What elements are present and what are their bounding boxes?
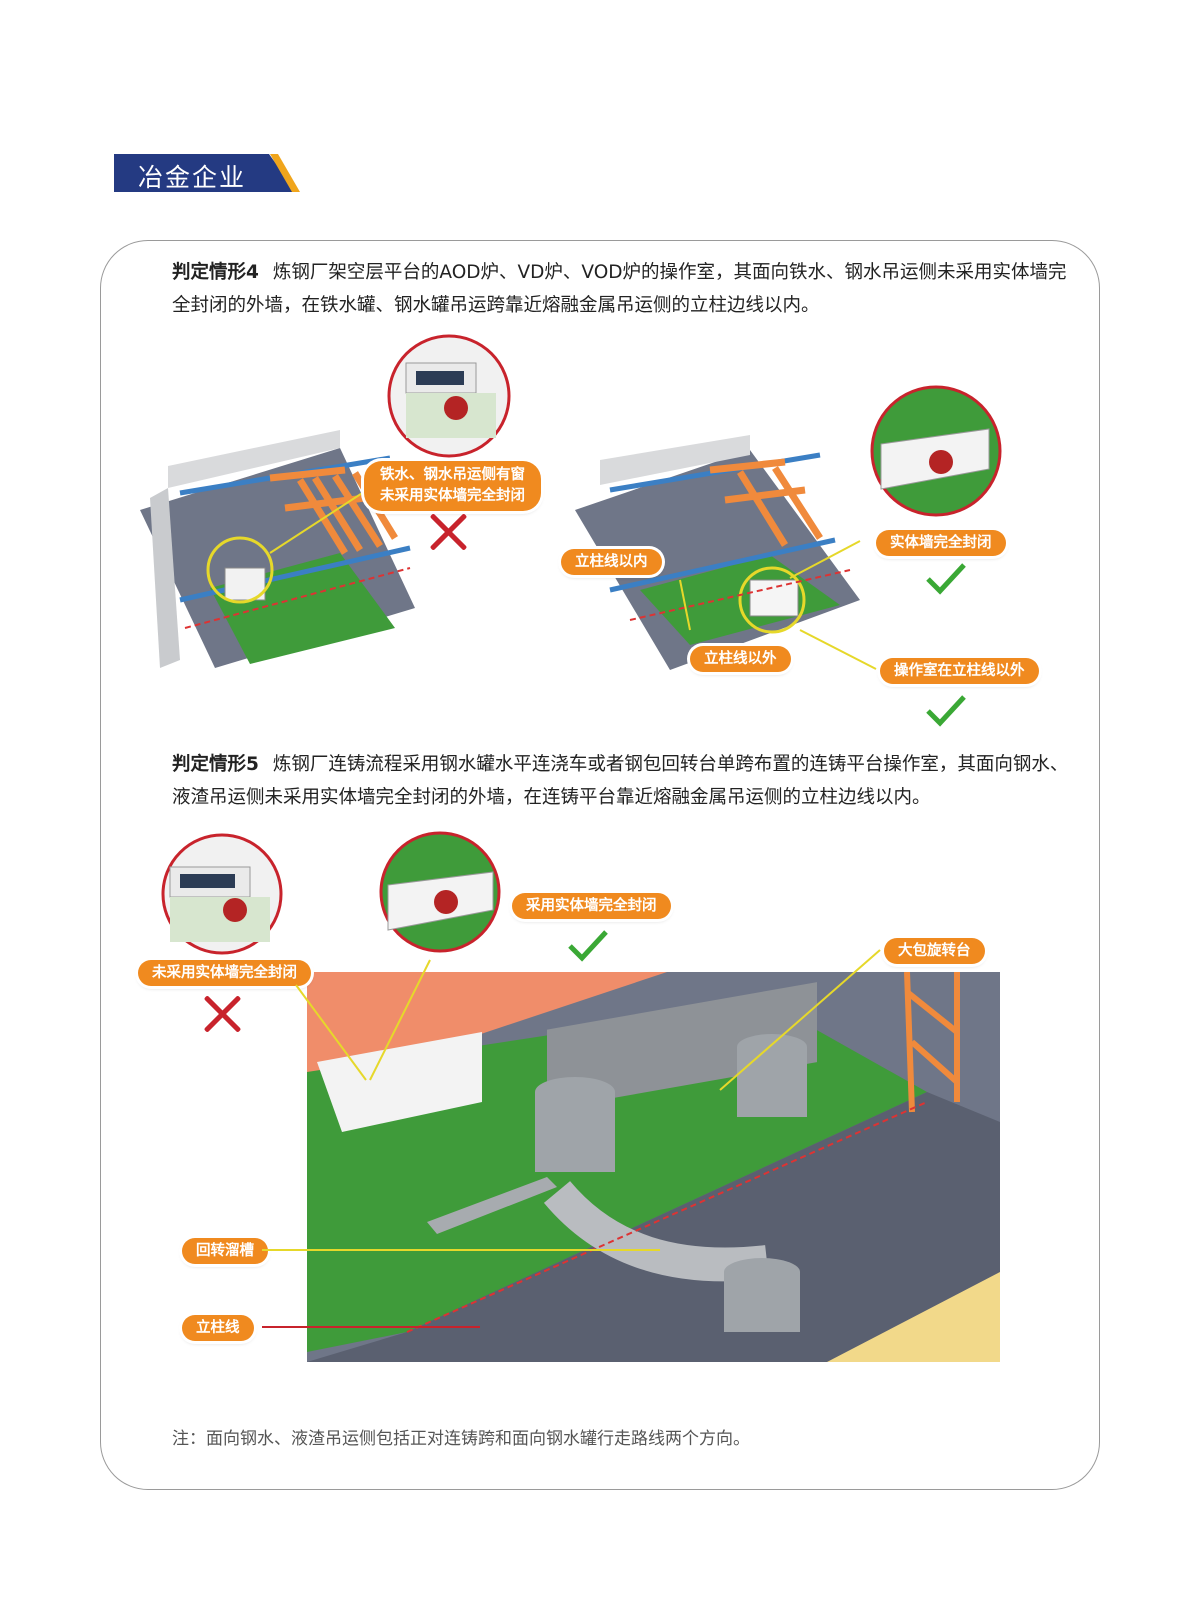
situation5-lead: 判定情形5: [172, 754, 259, 775]
section-header: 冶金企业: [114, 154, 300, 192]
label-outside-column-line: 立柱线以外: [690, 646, 791, 672]
section-title: 冶金企业: [138, 163, 247, 192]
situation5-illustration: [307, 972, 1000, 1362]
label-room-outside: 操作室在立柱线以外: [880, 658, 1039, 684]
label-inside-column-line: 立柱线以内: [561, 549, 662, 575]
correct-mark-icon-2: [925, 693, 967, 727]
situation4-lead: 判定情形4: [172, 262, 259, 283]
callout-rotary-trough: 回转溜槽: [182, 1238, 268, 1264]
right-callout-wall: 实体墙完全封闭: [876, 530, 1006, 556]
left-callout-line1: 铁水、钢水吊运侧有窗: [380, 467, 525, 483]
left-callout-window: 铁水、钢水吊运侧有窗 未采用实体墙完全封闭: [364, 461, 541, 511]
left-callout-line2: 未采用实体墙完全封闭: [380, 488, 525, 504]
situation4-left-zoom-circle: [387, 334, 511, 458]
callout-column-line: 立柱线: [182, 1315, 254, 1341]
callout-not-closed: 未采用实体墙完全封闭: [138, 960, 311, 986]
situation5-right-zoom-circle: [379, 831, 501, 953]
correct-mark-icon-3: [567, 928, 609, 962]
situation4-left-illustration: [140, 430, 415, 668]
situation5-text: 炼钢厂连铸流程采用钢水罐水平连浇车或者钢包回转台单跨布置的连铸平台操作室，其面向…: [172, 754, 1069, 808]
correct-mark-icon-1: [925, 561, 967, 595]
callout-closed: 采用实体墙完全封闭: [512, 893, 671, 919]
situation4-right-zoom-circle: [870, 385, 1002, 517]
footnote: 注：面向钢水、液渣吊运侧包括正对连铸跨和面向钢水罐行走路线两个方向。: [172, 1429, 750, 1449]
situation4-text: 炼钢厂架空层平台的AOD炉、VD炉、VOD炉的操作室，其面向铁水、钢水吊运侧未采…: [172, 262, 1067, 316]
section-header-background: [114, 154, 296, 192]
callout-ladle-turret: 大包旋转台: [884, 938, 985, 964]
situation5-left-zoom-circle: [161, 833, 283, 955]
content-card: [100, 240, 1100, 1490]
